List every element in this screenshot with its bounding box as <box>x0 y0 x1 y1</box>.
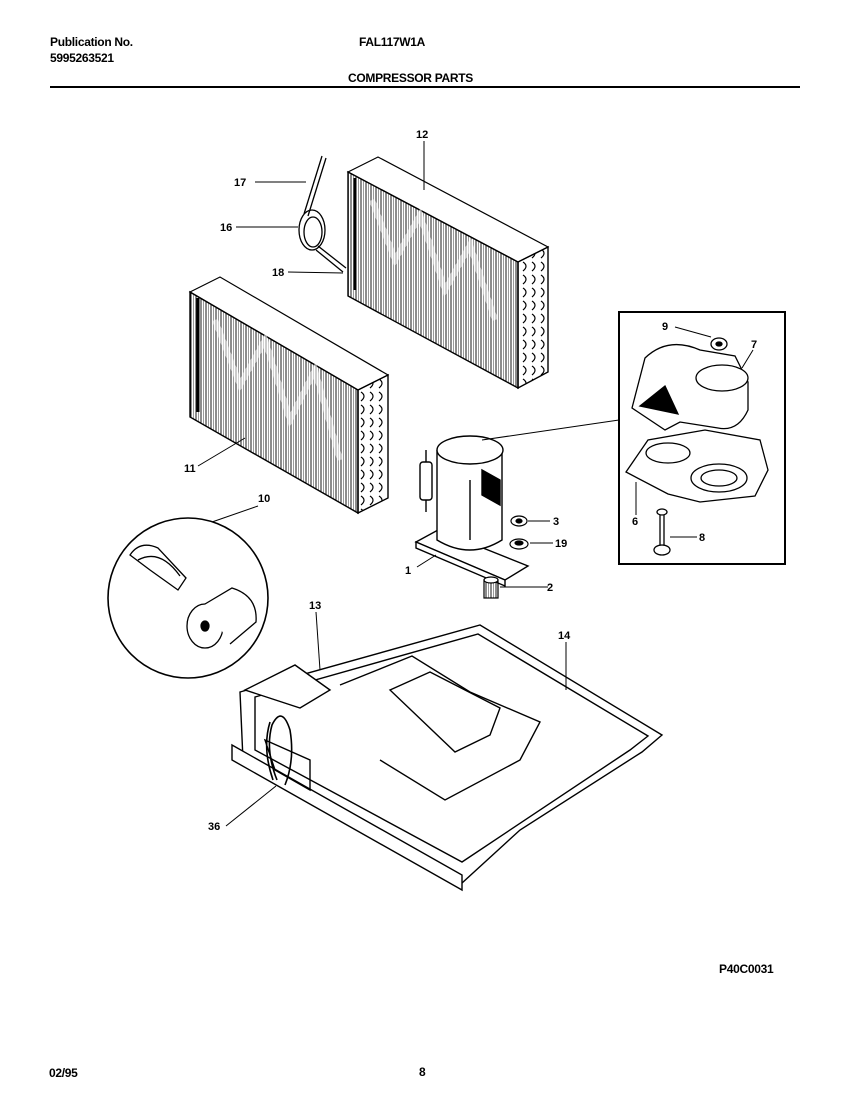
callout-8: 8 <box>699 532 705 544</box>
callout-1: 1 <box>405 565 411 577</box>
callout-16: 16 <box>220 222 232 234</box>
header-rule <box>50 86 800 88</box>
callout-2: 2 <box>547 582 553 594</box>
evaporator-coil-lower <box>188 276 390 515</box>
terminal-cover-detail <box>618 311 786 565</box>
detail-link-line <box>481 419 620 441</box>
callout-18: 18 <box>272 267 284 279</box>
compressor <box>414 435 530 588</box>
model-number: FAL117W1A <box>359 35 425 49</box>
capillary-tube-assembly <box>298 155 347 273</box>
figure-code: P40C0031 <box>719 962 774 976</box>
detail-circle <box>107 517 269 679</box>
callout-6: 6 <box>632 516 638 528</box>
callout-13: 13 <box>309 600 321 612</box>
callout-7: 7 <box>751 339 757 351</box>
publication-label: Publication No. <box>50 35 133 49</box>
page-number: 8 <box>419 1065 426 1079</box>
callout-19: 19 <box>555 538 567 550</box>
callout-3: 3 <box>553 516 559 528</box>
drain-clip <box>265 715 293 786</box>
publication-number: 5995263521 <box>50 51 114 65</box>
callout-9: 9 <box>662 321 668 333</box>
callout-36: 36 <box>208 821 220 833</box>
base-pan <box>231 624 664 892</box>
callout-11: 11 <box>184 463 196 475</box>
callout-10: 10 <box>258 493 270 505</box>
callout-12: 12 <box>416 129 428 141</box>
callout-14: 14 <box>558 630 571 642</box>
callout-17: 17 <box>234 177 246 189</box>
footer-date: 02/95 <box>49 1066 78 1080</box>
mounting-hardware <box>483 515 529 599</box>
section-title: COMPRESSOR PARTS <box>348 71 473 85</box>
leader-lines <box>197 141 754 827</box>
condenser-coil-upper <box>346 156 550 390</box>
